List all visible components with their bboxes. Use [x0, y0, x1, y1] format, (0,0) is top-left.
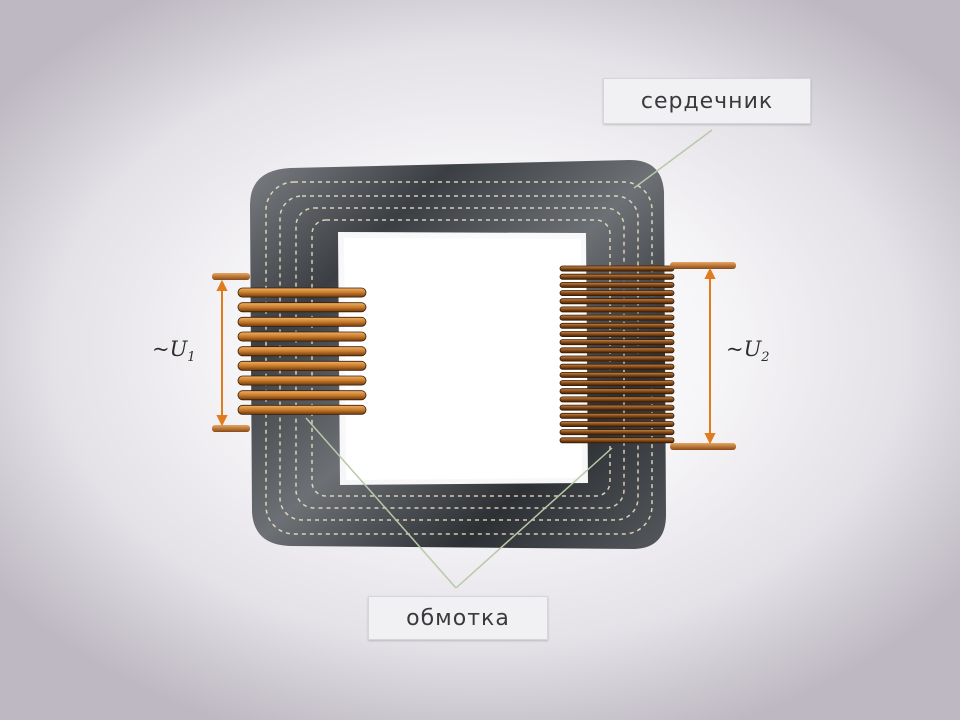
secondary-coil-turn [559, 388, 675, 395]
secondary-coil-turn [559, 396, 675, 403]
secondary-lead-wires [670, 262, 736, 450]
secondary-voltage-symbol: ~U [726, 337, 762, 361]
primary-coil-turn [237, 375, 367, 386]
secondary-coil-turn [559, 273, 675, 280]
core-leader-line [633, 129, 713, 189]
secondary-coil-turn [559, 314, 675, 321]
secondary-coil-turn [559, 298, 675, 305]
leader-lines [305, 129, 713, 589]
secondary-coil-turn [559, 412, 675, 419]
primary-coil-turn [237, 360, 367, 371]
secondary-coil-turn [559, 281, 675, 288]
secondary-coil-turn [559, 347, 675, 354]
primary-voltage-symbol: ~U [152, 337, 188, 361]
core-label: сердечник [603, 78, 811, 124]
secondary-coil [559, 265, 675, 444]
primary-coil-turn [237, 404, 367, 415]
primary-coil-turn [237, 346, 367, 357]
core-window [344, 238, 582, 480]
secondary-voltage-label: ~U2 [726, 337, 770, 365]
secondary-coil-turn [559, 265, 675, 272]
primary-coil-turn [237, 390, 367, 401]
primary-voltage-arrow [216, 279, 228, 427]
secondary-coil-turn [559, 339, 675, 346]
secondary-coil-turn [559, 331, 675, 337]
secondary-voltage-index: 2 [761, 350, 770, 366]
winding-label: обмотка [368, 596, 548, 640]
secondary-coil-turn [559, 429, 675, 436]
primary-voltage-index: 1 [187, 350, 196, 366]
secondary-coil-turn [559, 363, 675, 370]
secondary-coil-turn [559, 306, 675, 313]
primary-coil-turn [237, 316, 367, 327]
secondary-coil-turn [559, 421, 675, 427]
winding-leader-line-right [455, 447, 613, 589]
secondary-coil-turn [559, 404, 675, 411]
primary-coil-turn [237, 302, 367, 313]
primary-lead-wires [212, 273, 250, 432]
secondary-coil-turn [559, 355, 675, 362]
secondary-voltage-arrow [704, 267, 716, 445]
winding-leader-line-left [305, 417, 457, 589]
secondary-coil-turn [559, 437, 675, 444]
secondary-coil-turn [559, 380, 675, 386]
secondary-coil-turn [559, 371, 675, 378]
secondary-coil-turn [559, 290, 675, 296]
primary-voltage-label: ~U1 [152, 337, 196, 365]
primary-coil-turn [237, 287, 367, 298]
primary-coil-turn [237, 331, 367, 342]
primary-coil [237, 287, 367, 415]
secondary-coil-turn [559, 322, 675, 329]
